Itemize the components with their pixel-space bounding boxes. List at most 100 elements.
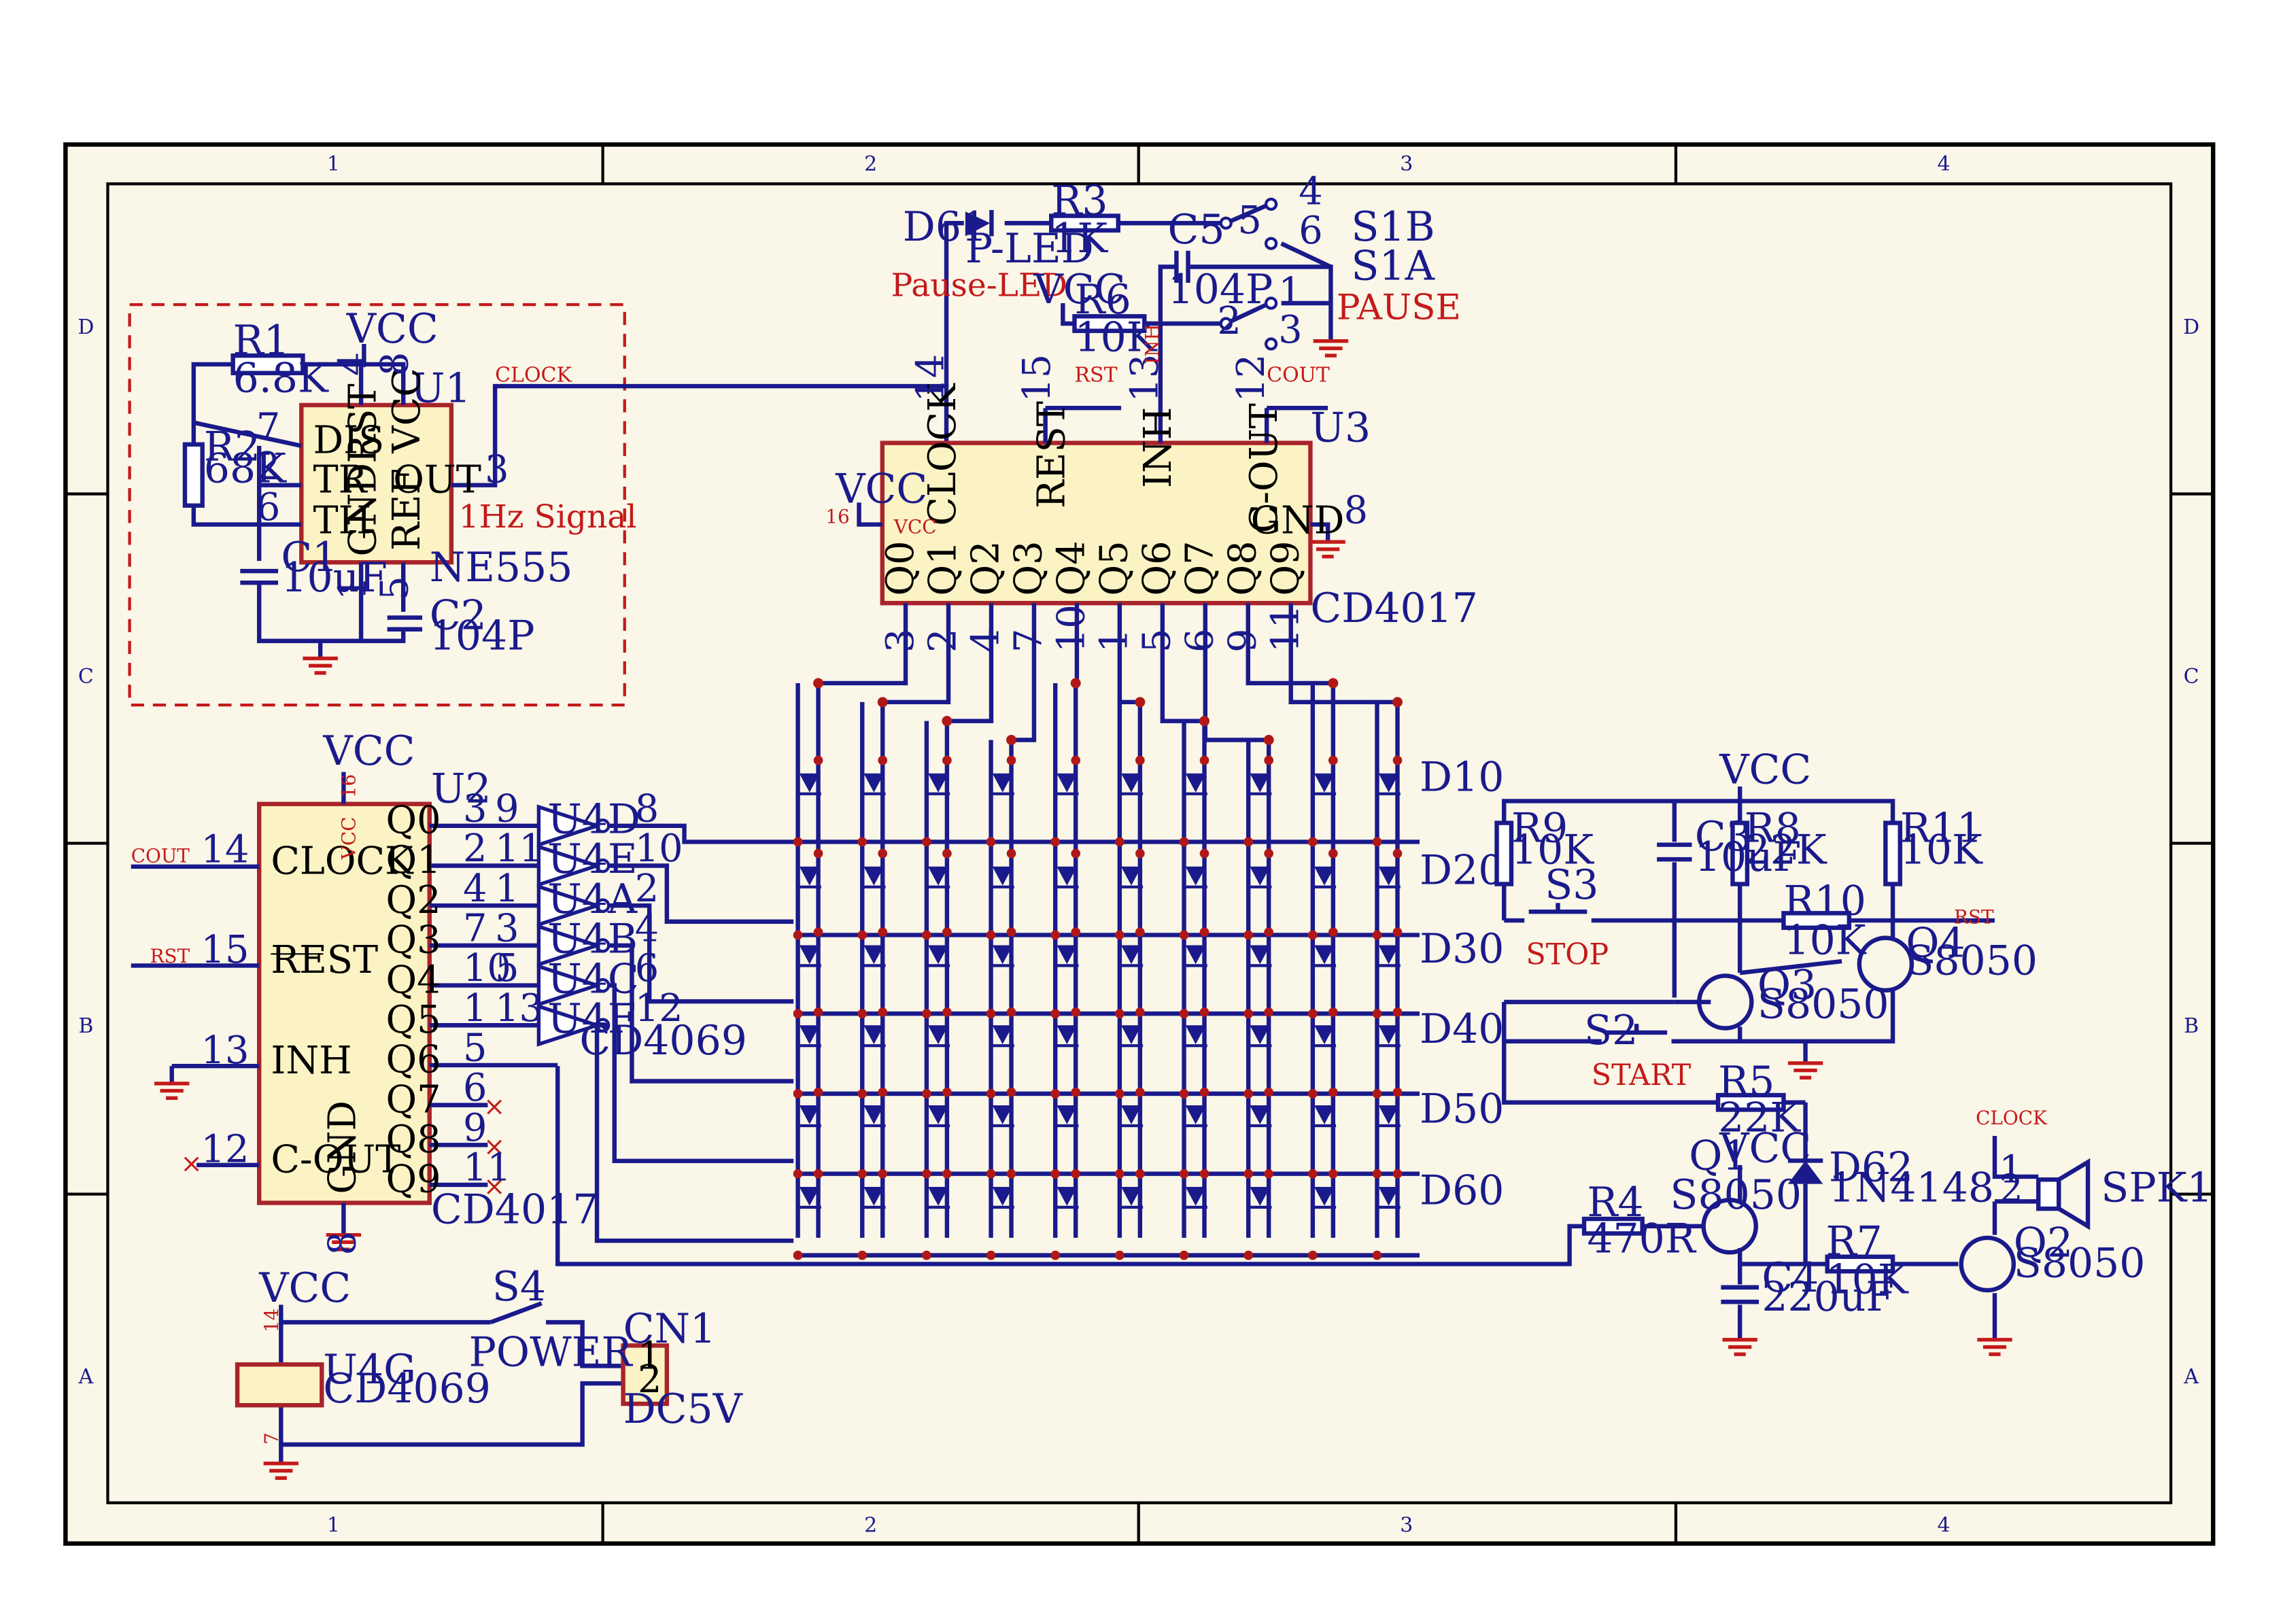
junction-dot <box>857 837 868 847</box>
u3-output-pin: 5 <box>1135 629 1180 653</box>
s3-switch <box>1528 903 1587 914</box>
junction-dot <box>793 837 803 847</box>
u3-output-pin: 11 <box>1263 604 1307 653</box>
q3-part: S8050 <box>1757 981 1889 1029</box>
led-icon <box>1314 866 1335 886</box>
u3-num-inh: 13 <box>1123 354 1167 402</box>
u3-output-pin: 1 <box>1093 629 1137 653</box>
c1-symbol <box>240 568 279 585</box>
junction-dot <box>986 1169 996 1179</box>
u3-pin-rest: REST <box>1029 401 1074 508</box>
s2-switch <box>1606 1024 1668 1035</box>
junction-dot <box>1264 755 1274 765</box>
led-icon <box>928 1186 949 1206</box>
s3-ref: S3 <box>1545 861 1598 909</box>
junction-dot <box>857 1009 868 1018</box>
led-icon <box>799 773 820 793</box>
led-icon <box>1057 945 1078 965</box>
junction-dot <box>1307 1009 1318 1018</box>
oscillator-caption: 1Hz Signal <box>459 498 637 536</box>
u2-num-clock: 14 <box>201 827 250 871</box>
inverter-icon <box>536 964 603 1007</box>
power-vcc-net: VCC <box>258 1264 351 1312</box>
junction-dot <box>1115 837 1125 847</box>
led-icon <box>1057 1025 1078 1045</box>
u2-output-pin: 10 <box>463 946 511 990</box>
led-icon <box>1185 866 1206 886</box>
junction-dot <box>1243 930 1254 940</box>
junction-dot <box>813 848 823 859</box>
junction-dot <box>878 848 888 859</box>
inverter-output-wire <box>608 823 794 844</box>
junction-dot <box>1071 1087 1081 1097</box>
led-icon <box>799 945 820 965</box>
junction-dot <box>1179 1250 1189 1260</box>
junction-dot <box>877 697 888 708</box>
u3-output-label: Q9 <box>1263 540 1307 595</box>
inverter-unit: U4C <box>547 955 639 1003</box>
junction-dot <box>1199 1007 1209 1017</box>
junction-dot <box>1006 1007 1016 1017</box>
u2-ref: U2 <box>431 765 492 813</box>
inverter-icon <box>536 844 603 888</box>
r7-ref: R7 <box>1826 1218 1883 1266</box>
u1-vcc-net: VCC <box>346 305 439 353</box>
q3-transistor-icon <box>1697 973 1754 1031</box>
junction-dot <box>1307 1169 1318 1179</box>
led-icon <box>992 866 1013 886</box>
junction-dot <box>1392 848 1403 859</box>
u2-pin-gnd: GND <box>321 1101 365 1194</box>
r9-body <box>1494 820 1514 886</box>
s1b-ref: S1B <box>1351 203 1435 251</box>
junction-dot <box>986 930 996 940</box>
pin-num-th: 6 <box>256 485 280 530</box>
u2-num-cout: 12 <box>201 1128 250 1172</box>
led-icon <box>1314 945 1335 965</box>
pin-dis: DIS <box>313 419 384 463</box>
control-vcc-net: VCC <box>1719 746 1811 794</box>
led-icon <box>863 1025 885 1045</box>
pause-led-caption: Pause-LED <box>891 266 1067 304</box>
r2-ref: R2 <box>204 423 260 470</box>
junction-dot <box>1179 1009 1189 1018</box>
junction-dot <box>1115 1250 1125 1260</box>
junction-dot <box>1307 930 1318 940</box>
u3-output-label: Q3 <box>1007 540 1051 595</box>
inverter-icon <box>536 884 603 927</box>
pin-tr: TR <box>313 457 368 502</box>
junction-dot <box>857 930 868 940</box>
led-icon <box>1378 1025 1399 1045</box>
junction-dot <box>1006 1169 1016 1179</box>
u2-pin-cout: C-OUT <box>271 1138 400 1182</box>
junction-dot <box>986 1009 996 1018</box>
u3-output-label: Q5 <box>1093 540 1137 595</box>
r10-ref: R10 <box>1783 877 1866 925</box>
junction-dot <box>922 1250 931 1260</box>
led-icon <box>1378 1186 1399 1206</box>
u2-output-label: Q3 <box>386 918 441 963</box>
pin-num-out: 3 <box>485 447 509 491</box>
junction-dot <box>1179 1089 1189 1099</box>
u4g-pin-14: 14 <box>260 1309 283 1332</box>
u2-pin-vcc: VCC <box>338 816 360 860</box>
junction-dot <box>1115 930 1125 940</box>
s2-ref: S2 <box>1584 1007 1638 1054</box>
r3-ref: R3 <box>1051 177 1108 224</box>
led-icon <box>1121 945 1142 965</box>
led-icon <box>1185 1186 1206 1206</box>
junction-dot <box>1199 848 1209 859</box>
junction-dot <box>1050 930 1061 940</box>
matrix-junctions <box>793 678 1403 1260</box>
junction-dot <box>1372 837 1382 847</box>
junction-dot <box>1307 837 1318 847</box>
d62-part: 1N4148 <box>1829 1164 1994 1211</box>
junction-dot <box>1115 1169 1125 1179</box>
led-icon <box>1378 945 1399 965</box>
junction-dot <box>1199 1169 1209 1179</box>
junction-dot <box>942 1007 952 1017</box>
sound-clock-net: CLOCK <box>1976 1107 2048 1129</box>
column-wire <box>1203 603 1271 1238</box>
led-icon <box>1378 1105 1399 1124</box>
led-icon <box>1250 866 1271 886</box>
